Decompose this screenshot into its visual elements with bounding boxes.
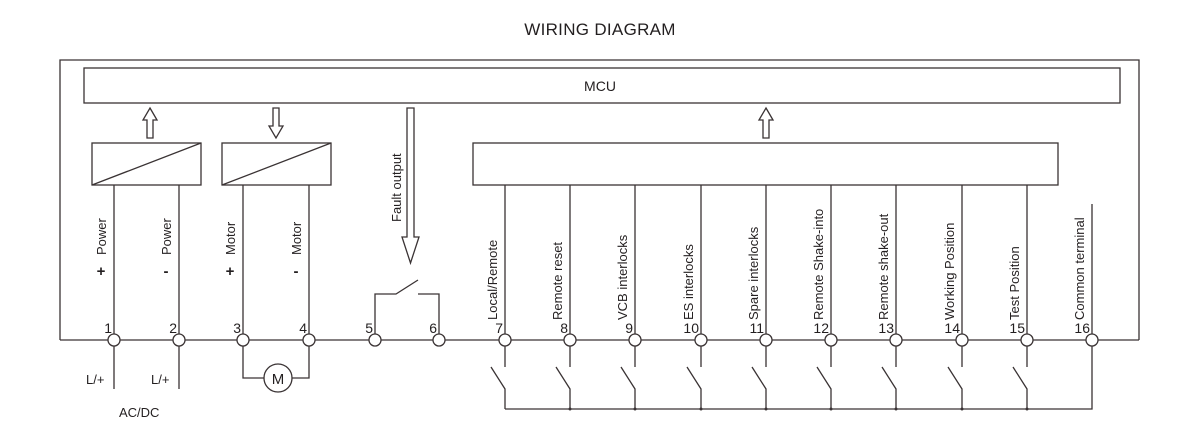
terminal-2-polarity: - [164,263,169,280]
terminal-2-connector[interactable] [172,333,186,347]
terminal-12-label: Remote Shake-into [811,209,826,320]
power-converter-diagonal [91,142,202,186]
terminal-5-connector[interactable] [368,333,382,347]
motor-symbol-label: M [272,371,285,388]
terminal-4-connector[interactable] [302,333,316,347]
terminal-13-number: 13 [878,320,894,336]
terminal-13-label: Remote shake-out [876,213,891,320]
terminal-11-label: Spare interlocks [746,226,761,320]
terminal-16-number: 16 [1074,320,1090,336]
outer-frame [59,59,1140,340]
terminal-11-connector[interactable] [759,333,773,347]
terminal-1-polarity: + [97,263,106,280]
terminal-8-connector[interactable] [563,333,577,347]
external-switch-7 [490,340,506,409]
terminal-3-polarity: + [226,263,235,280]
supply-type-label: AC/DC [119,405,159,420]
terminal-2-number: 2 [169,320,177,336]
terminal-5-number: 5 [365,320,373,336]
terminal-9-number: 9 [625,320,633,336]
terminal-15-number: 15 [1009,320,1025,336]
terminal-9-label: VCB interlocks [615,234,630,320]
terminal-3-label: Motor [223,221,238,255]
inputs-up-arrow-icon [757,106,775,139]
terminal-strip: Power +1 Power - 2 Motor +3 Motor - 4 5 6 Local/Remo… [94,209,1099,347]
fault-output-label: Fault output [389,153,404,222]
external-switch-12 [816,340,832,409]
fault-output-arrow-icon [401,107,420,266]
mcu-block [83,67,1121,104]
terminal-7-number: 7 [495,320,503,336]
terminal-8-label: Remote reset [550,242,565,320]
terminal-16-connector[interactable] [1085,333,1099,347]
terminal-7-label: Local/Remote [485,240,500,320]
terminal-14-label: Working Position [942,223,957,320]
power-up-arrow-icon [141,106,159,139]
supply-line-label-1: L/+ [86,372,104,387]
motor-symbol-icon [263,363,293,393]
terminal-14-connector[interactable] [955,333,969,347]
motor-down-arrow-icon [267,107,285,140]
terminal-10-label: ES interlocks [681,244,696,320]
external-switch-8 [555,340,571,409]
terminal-4-label: Motor [289,221,304,255]
external-switch-14 [947,340,963,409]
terminal-4-number: 4 [299,320,307,336]
external-switch-10 [686,340,702,409]
terminal-16-label: Common terminal [1072,217,1087,320]
motor-driver-diagonal [221,142,332,186]
terminal-10-number: 10 [683,320,699,336]
common-return-wire [505,340,1093,410]
external-switch-9 [620,340,636,409]
external-switch-15 [1012,340,1028,409]
terminal-12-number: 12 [813,320,829,336]
terminal-15-label: Test Position [1007,246,1022,320]
terminal-10-connector[interactable] [694,333,708,347]
motor-loop-wire [242,340,310,379]
terminal-13-connector[interactable] [889,333,903,347]
terminal-7-connector[interactable] [498,333,512,347]
external-switch-11 [751,340,767,409]
terminal-3-number: 3 [233,320,241,336]
mcu-label: MCU [584,78,616,94]
diagram-title: WIRING DIAGRAM [524,20,676,39]
terminal-9-connector[interactable] [628,333,642,347]
external-switch-13 [881,340,897,409]
external-switch-group [490,340,1093,411]
terminal-14-number: 14 [944,320,960,336]
terminal-wires [113,185,1093,340]
terminal-8-number: 8 [560,320,568,336]
supply-line-label-2: L/+ [151,372,169,387]
input-interface-block [472,142,1059,186]
terminal-12-connector[interactable] [824,333,838,347]
terminal-15-connector[interactable] [1020,333,1034,347]
terminal-6-number: 6 [429,320,437,336]
terminal-1-connector[interactable] [107,333,121,347]
terminal-1-label: Power [94,217,109,255]
terminal-1-number: 1 [104,320,112,336]
terminal-11-number: 11 [749,320,764,336]
terminal-6-connector[interactable] [432,333,446,347]
terminal-4-polarity: - [294,263,299,280]
fault-relay-contact [374,279,440,340]
terminal-3-connector[interactable] [236,333,250,347]
terminal-2-label: Power [159,217,174,255]
